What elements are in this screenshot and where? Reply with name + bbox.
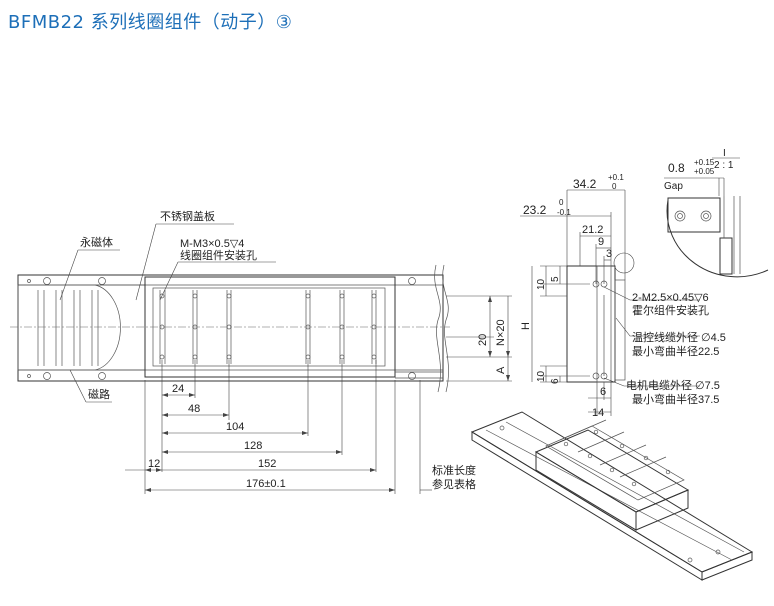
dim-23-tol-dn: -0.1 [557,208,571,217]
dim-104: 104 [226,421,244,433]
stainless-cover-label: 不锈钢盖板 [160,209,215,223]
hall-thread-label: 2-M2.5×0.45▽6 [632,292,709,304]
std-length-label-1: 标准长度 [432,463,476,477]
dim-3: 3 [606,248,612,260]
dim-152: 152 [258,458,276,470]
dim-34: 34.2 [573,177,597,191]
isometric-view [470,411,754,581]
dim-6a: 6 [550,378,561,384]
temp-bend-label: 最小弯曲半径22.5 [632,344,719,358]
page-title: BFMB22 系列线圈组件（动子）③ [8,12,293,33]
dim-9: 9 [598,236,604,248]
dim-10b: 10 [536,370,547,382]
detail-scale: 2 : 1 [714,160,734,171]
magnetic-circuit-label: 磁路 [88,388,110,401]
permanent-magnet-label: 永磁体 [80,235,113,249]
detail-view: 0.8 +0.15 +0.05 Gap I 2 : 1 [662,148,774,285]
hall-mount-holes-label: 霍尔组件安装孔 [632,303,709,317]
gap-tol-up: +0.15 [694,158,715,167]
gap-value: 0.8 [668,161,685,175]
temp-cable-label: 温控线缆外径 ∅4.5 [632,330,726,344]
motor-bend-label: 最小弯曲半径37.5 [632,392,719,406]
dim-a: A [495,366,507,374]
thread-spec-label: M-M3×0.5▽4 [180,238,244,250]
dim-h: H [520,322,532,330]
dim-6b: 6 [600,386,606,398]
dim-128: 128 [244,440,262,452]
dim-48: 48 [188,403,200,415]
dim-24: 24 [172,383,184,395]
dim-12: 12 [148,458,160,470]
side-view: 34.2 +0.1 0 23.2 0 -0.1 21.2 9 3 10 5 H … [520,173,726,419]
gap-label: Gap [664,181,683,192]
dim-23-tol-up: 0 [559,198,564,207]
detail-mark: I [723,148,726,159]
std-length-label-2: 参见表格 [432,477,476,491]
dim-10a: 10 [536,278,547,290]
dim-176: 176±0.1 [246,478,286,490]
dim-21: 21.2 [582,224,603,236]
motor-cable-label: 电机电缆外径 ∅7.5 [626,378,720,392]
gap-tol-dn: +0.05 [694,167,715,176]
front-view: 不锈钢盖板 永磁体 M-M3×0.5▽4 线圈组件安装孔 磁路 24 48 10… [10,209,512,494]
coil-mount-holes-label: 线圈组件安装孔 [180,248,257,262]
dim-nx20: N×20 [495,319,507,346]
dim-23: 23.2 [523,203,547,217]
dim-34-tol-up: +0.1 [608,173,624,182]
dim-34-tol-dn: 0 [612,182,617,191]
dim-14: 14 [592,407,604,419]
dim-20: 20 [477,334,489,346]
dim-5: 5 [550,276,561,282]
